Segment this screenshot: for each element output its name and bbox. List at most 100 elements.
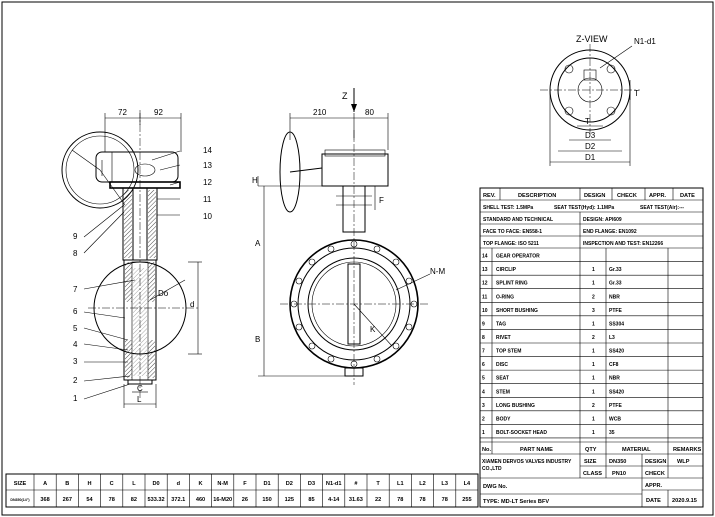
balloon-4: 4 [73,340,78,349]
spec-header-description: DESCRIPTION [518,193,556,199]
dim-a: A [255,239,261,248]
title-size-value: DN350 [609,459,626,465]
dim-table-header: A [43,481,47,487]
part-no: 10 [482,308,488,314]
balloon-6: 6 [73,307,78,316]
dim-table-header: N1-d1 [326,481,342,487]
title-date-value: 2020.9.15 [672,498,697,504]
part-no: 2 [482,416,485,422]
dim-b: B [255,335,260,344]
part-no: 3 [482,403,485,409]
part-name: CIRCLIP [496,267,517,273]
balloon-2: 2 [73,376,78,385]
spec-inspection: INSPECTION AND TEST: EN12266 [583,241,663,247]
part-material: PTFE [609,308,622,314]
front-view: 14 13 12 11 10 9 8 7 6 5 4 3 2 1 72 92 d… [61,108,212,408]
dim-table-value: 85 [308,497,314,503]
dim-table-header: H [87,481,91,487]
part-name: BODY [496,416,511,422]
part-no: 6 [482,362,485,368]
dim-table-value: 26 [242,497,248,503]
dim-table-header: K [198,481,202,487]
part-qty: 1 [592,362,595,368]
dim-210: 210 [313,108,327,117]
dim-table-header: D3 [308,481,315,487]
title-size-label: SIZE [584,459,597,465]
spec-header-check: CHECK [617,193,637,199]
z-view-t: T [634,89,639,98]
part-name: TAG [496,321,506,327]
dim-table-header: d [177,481,181,487]
balloon-9: 9 [73,232,78,241]
part-name: LONG BUSHING [496,403,535,409]
spec-header-date: DATE [680,193,695,199]
parts-header-material: MATERIAL [622,447,651,453]
part-name: TOP STEM [496,349,521,355]
title-dwg-label: DWG No. [483,484,508,490]
part-no: 1 [482,430,485,436]
spec-face-to-face: FACE TO FACE: EN558-1 [483,229,542,235]
part-name: RIVET [496,335,511,341]
dim-table-value: 533.32 [148,497,165,503]
dim-c: C [137,384,143,393]
part-name: DISC [496,362,508,368]
dim-table-value: DN350(14") [10,498,30,502]
dim-table-value: 31.63 [349,497,363,503]
part-qty: 1 [592,281,595,287]
dim-table-header: D0 [153,481,160,487]
dim-h: H [252,176,258,185]
z-view-n1d1: N1-d1 [634,37,656,46]
dim-table-header: F [243,481,247,487]
part-material: WCB [609,416,621,422]
z-view-d1: D1 [585,153,596,162]
title-design-value: WLP [677,459,690,465]
balloon-13: 13 [203,161,212,170]
balloon-12: 12 [203,178,212,187]
title-company-1: XIAMEN DERVOS VALVES INDUSTRY [482,459,572,465]
dim-table-header: L4 [464,481,471,487]
part-name: BOLT-SOCKET HEAD [496,430,547,436]
part-name: O-RING [496,294,514,300]
spec-table: REV. DESCRIPTION DESIGN CHECK APPR. DATE… [479,187,704,508]
dim-table-value: 267 [63,497,72,503]
part-qty: 2 [592,403,595,409]
part-no: 8 [482,335,485,341]
part-material: NBR [609,376,620,382]
part-no: 7 [482,349,485,355]
dim-table-header: L2 [419,481,426,487]
gear-operator-side [321,153,389,187]
balloon-8: 8 [73,249,78,258]
part-material: NBR [609,294,620,300]
z-view: Z-VIEW N1-d1 T T D3 D2 D1 [540,34,656,166]
balloon-5: 5 [73,324,78,333]
part-qty: 1 [592,430,595,436]
dim-table-header: C [110,481,114,487]
z-view-t-bottom: T [585,117,590,126]
dim-l: L [137,395,142,404]
part-qty: 1 [592,416,595,422]
parts-header-name: PART NAME [520,447,553,453]
part-material: Gr.33 [609,267,622,273]
spec-shell-test: SHELL TEST: 1.5MPa [483,205,533,211]
part-qty: 1 [592,267,595,273]
title-check-label: CHECK [645,471,665,477]
dim-table-value: 78 [442,497,448,503]
dim-table-header: L3 [441,481,448,487]
dim-nm: N-M [430,267,445,276]
dim-f: F [379,196,384,205]
part-name: STEM [496,389,510,395]
title-class-label: CLASS [583,471,602,477]
part-material: L3 [609,335,615,341]
dim-table-value: 78 [109,497,115,503]
spec-top-flange: TOP FLANGE: ISO 5211 [483,241,539,247]
dim-72: 72 [118,108,127,117]
dim-92: 92 [154,108,163,117]
dim-table-header: L1 [397,481,404,487]
part-leaders [83,150,181,400]
dim-80: 80 [365,108,374,117]
side-view: 210 80 Z [252,88,445,385]
spec-header-design: DESIGN [584,193,605,199]
